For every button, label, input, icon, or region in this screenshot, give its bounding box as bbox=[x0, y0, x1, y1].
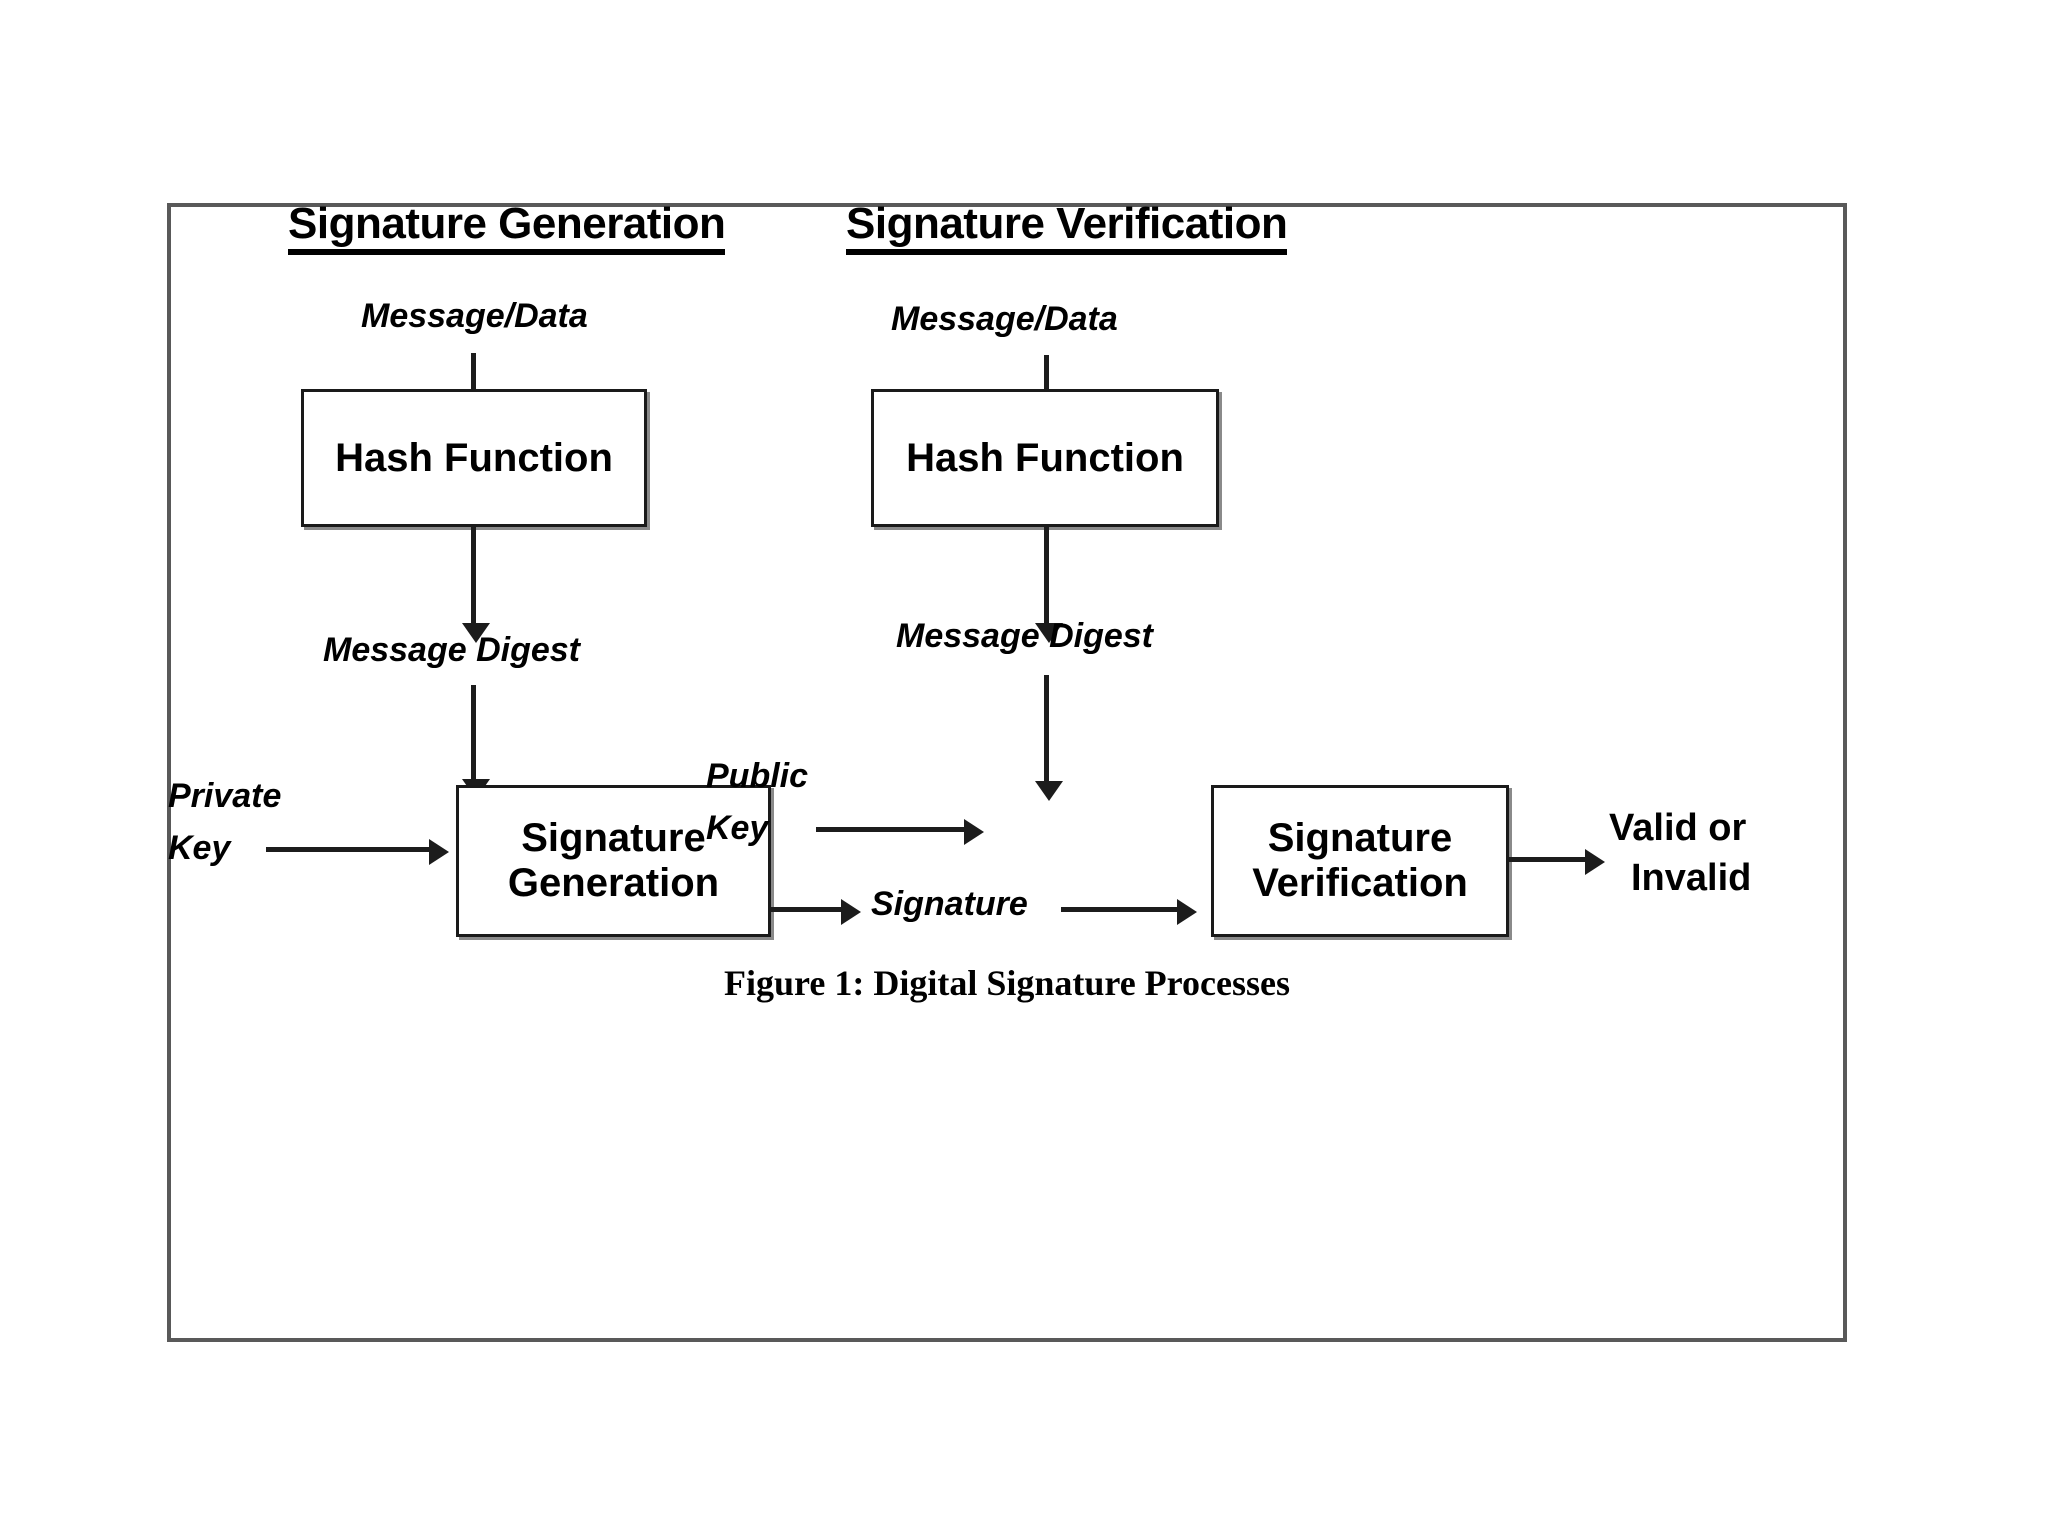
label-signature-transfer: Signature bbox=[871, 885, 1028, 923]
column-title-signature-verification: Signature Verification bbox=[846, 200, 1288, 256]
arrow-private-key-to-siggen bbox=[266, 839, 449, 865]
column-title-signature-generation: Signature Generation bbox=[288, 200, 726, 256]
arrow-digest-to-sigverify bbox=[1035, 675, 1063, 801]
arrow-hash-to-digest-generation bbox=[462, 527, 490, 643]
arrow-signature-to-sigverify bbox=[1061, 899, 1197, 925]
label-private-key-line2: Key bbox=[168, 829, 231, 867]
label-message-data-generation: Message/Data bbox=[361, 297, 588, 335]
label-result-line1: Valid or bbox=[1609, 807, 1747, 849]
label-message-digest-generation: Message Digest bbox=[323, 631, 580, 669]
label-public-key-line1: Public bbox=[706, 757, 809, 795]
box-hash-function-verification-label: Hash Function bbox=[906, 435, 1184, 480]
figure-frame: Signature Generation Message/Data Hash F… bbox=[167, 200, 1847, 1342]
box-signature-generation-label-line1: Signature bbox=[521, 816, 706, 861]
label-message-data-verification: Message/Data bbox=[891, 300, 1118, 338]
box-signature-verification-label-line1: Signature bbox=[1267, 816, 1453, 861]
arrow-digest-to-siggen bbox=[462, 685, 490, 799]
label-result-line2: Invalid bbox=[1631, 857, 1752, 899]
box-hash-function-generation: Hash Function bbox=[301, 389, 647, 527]
box-hash-function-generation-label: Hash Function bbox=[335, 435, 613, 480]
label-private-key-line1: Private bbox=[168, 777, 282, 815]
label-public-key-line2: Key bbox=[706, 809, 769, 847]
figure-caption: Figure 1: Digital Signature Processes bbox=[724, 963, 1290, 1003]
label-message-digest-verification: Message Digest bbox=[896, 617, 1153, 655]
box-signature-verification-label-line2: Verification bbox=[1252, 861, 1468, 905]
arrow-hash-to-digest-verification bbox=[1035, 527, 1063, 643]
arrow-siggen-to-signature bbox=[771, 899, 861, 925]
arrow-sigverify-to-result bbox=[1509, 849, 1605, 875]
box-signature-generation-label-line2: Generation bbox=[507, 861, 720, 905]
arrow-public-key-to-sigverify bbox=[816, 819, 984, 845]
box-hash-function-verification: Hash Function bbox=[871, 389, 1219, 527]
